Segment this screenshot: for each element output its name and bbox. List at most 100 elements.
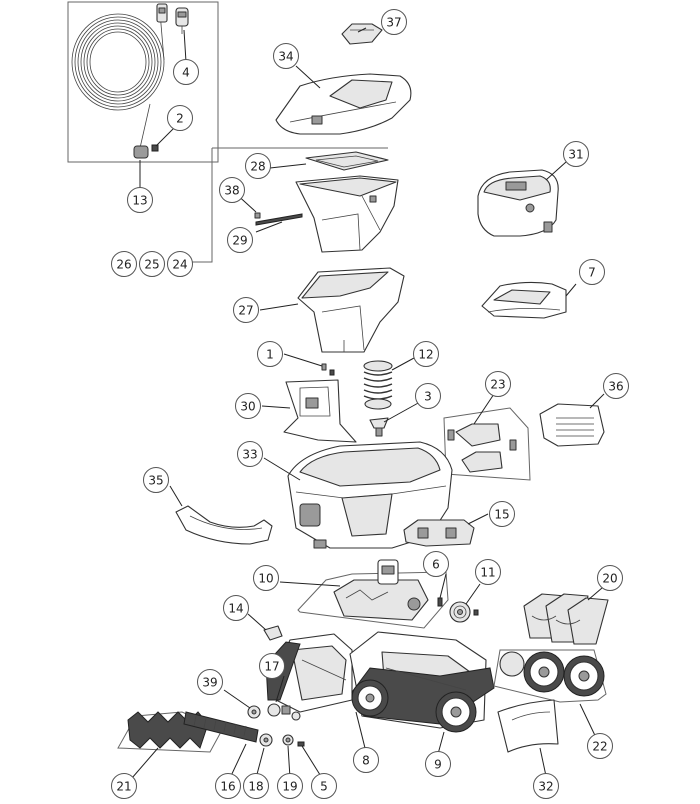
filter-lid-part-28 (305, 151, 389, 171)
robot-body-part-33 (287, 441, 453, 549)
caddy-stand-part-7 (481, 281, 567, 319)
callout-number: 23 (490, 378, 505, 392)
callout-number: 19 (282, 780, 297, 794)
floating-cable-part (71, 7, 165, 149)
filter-mesh-part-29 (255, 213, 303, 226)
callout-28: 28 (245, 153, 271, 179)
callout-number: 3 (424, 390, 432, 404)
motor-unit-part-10 (297, 559, 449, 629)
motor-mount-part-15 (403, 519, 475, 547)
callout-circle (223, 595, 249, 621)
brush-axle-part-16 (183, 711, 259, 743)
callout-number: 7 (588, 266, 596, 280)
callout-circle (273, 43, 299, 69)
handle-cap-part-37 (341, 23, 383, 45)
callout-number: 16 (220, 780, 235, 794)
callout-number: 25 (144, 258, 159, 272)
callout-16: 16 (215, 773, 241, 799)
callout-number: 13 (132, 194, 147, 208)
callout-number: 28 (250, 160, 265, 174)
cable-kit-frame (67, 1, 219, 163)
callout-number: 34 (278, 50, 293, 64)
brush-part-21 (117, 711, 223, 753)
callout-number: 36 (608, 380, 623, 394)
callout-circle (413, 341, 439, 367)
callout-34: 34 (273, 43, 299, 69)
callout-number: 31 (568, 148, 583, 162)
callout-number: 22 (592, 740, 607, 754)
callout-18: 18 (243, 773, 269, 799)
callout-circle (311, 773, 337, 799)
callout-number: 5 (320, 780, 328, 794)
side-panel-part-36 (539, 403, 605, 447)
callout-number: 18 (248, 780, 263, 794)
callout-number: 27 (238, 304, 253, 318)
callout-circle (173, 59, 199, 85)
callout-number: 10 (258, 572, 273, 586)
callout-37: 37 (381, 9, 407, 35)
screw-part-5 (297, 741, 305, 747)
callout-circle (219, 177, 245, 203)
callout-circle (587, 733, 613, 759)
callout-5: 5 (311, 773, 337, 799)
callout-30: 30 (235, 393, 261, 419)
callout-15: 15 (489, 501, 515, 527)
callout-9: 9 (425, 751, 451, 777)
front-wheel-part-9 (435, 691, 477, 733)
callout-circle (111, 773, 137, 799)
callout-circle (257, 341, 283, 367)
callout-38: 38 (219, 177, 245, 203)
callout-number: 38 (224, 184, 239, 198)
callout-14: 14 (223, 595, 249, 621)
callout-4: 4 (173, 59, 199, 85)
callout-number: 17 (264, 660, 279, 674)
callout-circle (143, 467, 169, 493)
callout-22: 22 (587, 733, 613, 759)
callout-circle (233, 297, 259, 323)
flap-part-30 (283, 379, 357, 443)
callout-25: 25 (139, 251, 165, 277)
callout-circle (489, 501, 515, 527)
callout-circle (353, 747, 379, 773)
callout-number: 30 (240, 400, 255, 414)
gear-part-11 (449, 601, 479, 623)
callout-number: 6 (432, 558, 440, 572)
callout-circle (423, 551, 449, 577)
callout-35: 35 (143, 467, 169, 493)
callout-2: 2 (167, 105, 193, 131)
callout-circle (197, 669, 223, 695)
bushing-part-17 (267, 703, 301, 721)
callout-26: 26 (111, 251, 137, 277)
rear-wheel-part (351, 679, 389, 717)
callout-circle (111, 251, 137, 277)
callout-circle (139, 251, 165, 277)
callout-23: 23 (485, 371, 511, 397)
callout-number: 12 (418, 348, 433, 362)
callout-6: 6 (423, 551, 449, 577)
callout-number: 24 (172, 258, 187, 272)
impeller-part-3 (369, 417, 389, 437)
callout-7: 7 (579, 259, 605, 285)
callout-number: 21 (116, 780, 131, 794)
callout-circle (425, 751, 451, 777)
callout-circle (415, 383, 441, 409)
washer-part-39 (247, 705, 261, 719)
callout-29: 29 (227, 227, 253, 253)
filter-group-bracket (188, 148, 213, 263)
callout-number: 29 (232, 234, 247, 248)
impeller-part-12 (363, 360, 393, 410)
callout-number: 37 (386, 16, 401, 30)
callout-circle (167, 105, 193, 131)
callout-circle (597, 565, 623, 591)
screw-part-6 (437, 597, 443, 607)
callout-number: 11 (480, 566, 495, 580)
cable-end-part-13 (133, 145, 149, 159)
callout-number: 1 (266, 348, 274, 362)
side-cover-set-part-23 (443, 407, 531, 481)
callout-circle (253, 565, 279, 591)
callout-circle (127, 187, 153, 213)
callout-circle (277, 773, 303, 799)
callout-33: 33 (237, 441, 263, 467)
